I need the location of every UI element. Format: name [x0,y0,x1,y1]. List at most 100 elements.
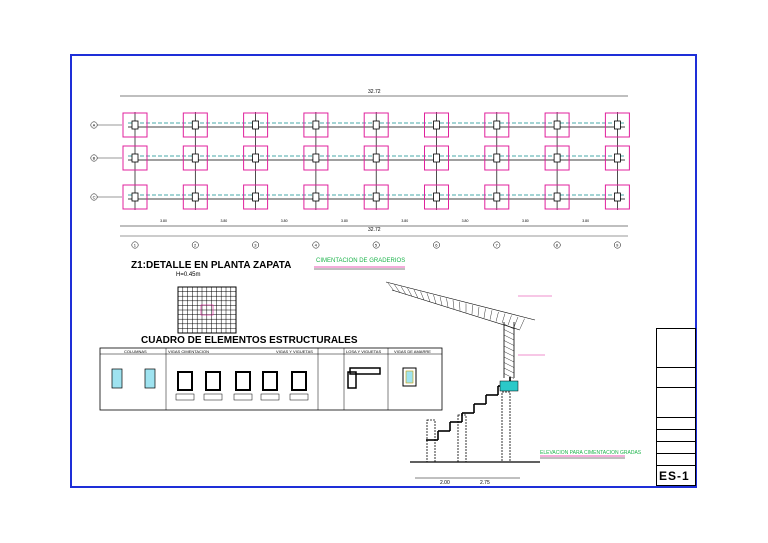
elements-table-frame [99,347,443,411]
footing [303,112,329,138]
column-section [372,192,380,202]
truss-web [420,291,425,301]
footing [363,184,389,210]
column-section [614,192,621,202]
axis-bubble [372,241,380,249]
beam-section-note [233,393,253,401]
beam-section [235,371,251,391]
elevation-dim-1: 2.00 [440,480,450,486]
column-section [191,120,199,130]
axis-bubble [553,241,561,249]
beam-section-note [260,393,280,401]
footing [424,184,449,210]
column-section [553,120,561,130]
row-bubble-label: B [93,156,96,161]
column-section [433,192,440,202]
axis-bubble-label: 3 [254,243,257,248]
column-section [191,153,199,163]
footing [604,112,630,138]
footing [544,145,570,171]
column-section [131,120,139,130]
truss-web [439,296,443,306]
elevation-tag: ELEVACION PARA CIMENTACION GRADAS [540,450,642,456]
footing [182,184,208,210]
column-web [503,329,515,335]
truss-web [426,293,431,302]
footing [484,112,510,138]
spacing-label: 3.80 [160,219,167,223]
column-section [493,153,501,163]
row-bubble-label: A [93,123,96,128]
column-section [312,120,320,130]
footing [544,184,570,210]
drawing-sheet-frame [70,54,697,488]
column-section [614,153,621,163]
column-section [252,153,260,163]
foundation-tag: CIMENTACION DE GRADERIOS [316,258,406,264]
beam-section [262,371,278,391]
table-header-foundation-beams: VIGAS CIMENTACION [168,349,210,354]
column-web [503,356,515,363]
truss-web [446,298,449,308]
column-section [493,192,501,202]
title-block: ES-1 [656,328,696,486]
axis-bubble-label: 8 [556,243,559,248]
column-section [131,192,139,202]
footing [424,112,449,138]
footings [122,112,630,210]
table-header-slab: LOSA Y VIGUETAS [346,349,382,354]
column-section [553,153,561,163]
truss-web [495,311,499,322]
pedestal [501,391,511,463]
axis-bubble-label: 7 [496,243,499,248]
column-web [503,373,515,379]
footing-depth: H=0.45m [176,272,201,278]
spacing-label: 3.80 [281,219,288,223]
truss-web [459,301,461,311]
footing [484,184,510,210]
truss-web [400,286,407,295]
truss-web [407,288,413,297]
column-web [503,340,515,346]
beam-section [177,371,193,391]
axis-bubble-label: 1 [134,243,137,248]
beam-section [205,371,221,391]
footing [182,145,208,171]
spacing-label: 3.80 [522,219,529,223]
axis-bubble [312,241,320,249]
axis-bubble-label: 2 [194,243,197,248]
pedestal [426,419,436,463]
truss-web [507,315,512,326]
column-section [252,192,260,202]
sheet-number: ES-1 [659,469,690,483]
truss-web [519,318,525,329]
footing [604,145,630,171]
spacing-label: 3.80 [341,219,348,223]
footing [303,184,329,210]
column-section [312,153,320,163]
footing [303,145,329,171]
elevation-dim-2: 2.75 [480,480,490,486]
footing [122,184,148,210]
footing [363,112,389,138]
column-web [503,367,515,374]
axis-bubble-label: 5 [375,243,378,248]
footing [363,145,389,171]
footing [604,184,630,210]
truss-web [413,289,419,299]
bleacher-elevation [385,281,625,479]
truss-web [452,299,455,310]
row-bubble-label: C [93,195,96,200]
column-web [503,323,515,330]
beam-section-note [289,393,309,401]
column-section [372,153,380,163]
column-web [503,351,515,357]
column-section [433,153,440,163]
footing [243,145,269,171]
column-section [553,192,561,202]
elements-table-title: CUADRO DE ELEMENTOS ESTRUCTURALES [141,335,358,346]
truss-web [387,282,395,292]
column-section [433,120,440,130]
axis-bubble [131,241,139,249]
